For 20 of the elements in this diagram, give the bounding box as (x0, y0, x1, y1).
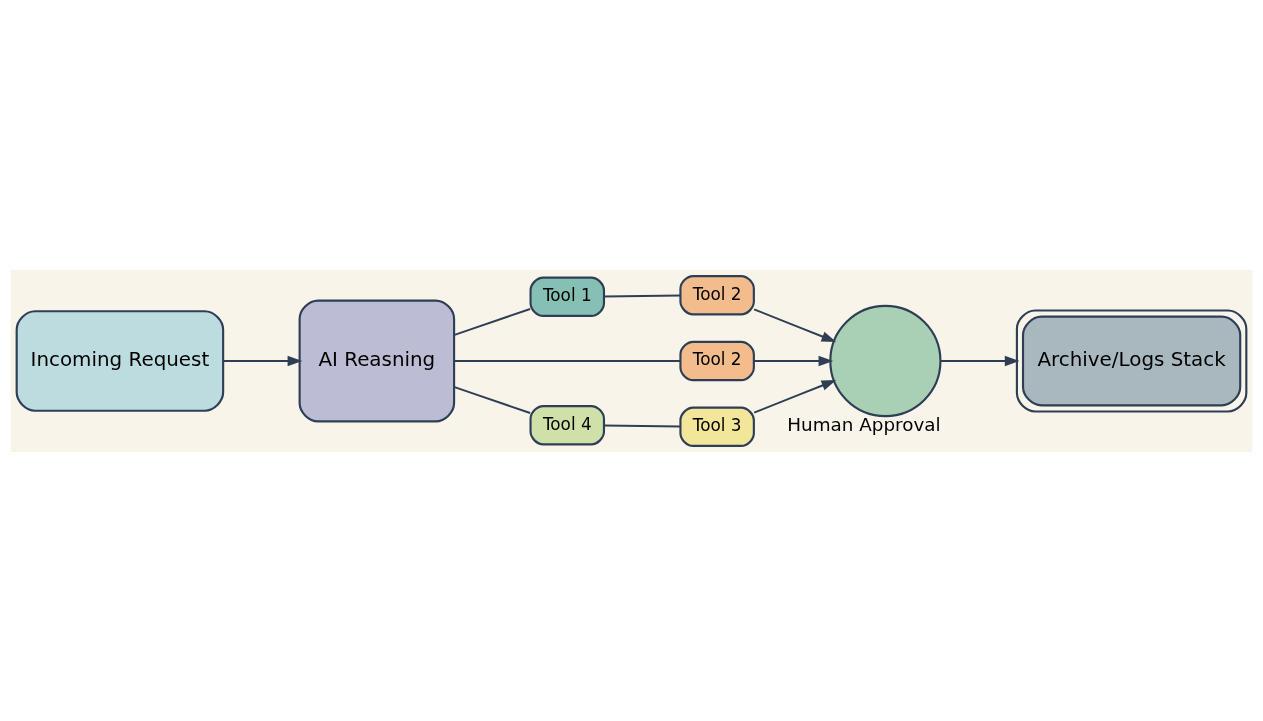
node-box: Tool 3 (679, 406, 755, 447)
node-box: Tool 4 (529, 404, 606, 445)
node-box: AI Reasning (298, 299, 456, 422)
node-circle (829, 304, 942, 417)
arrow (753, 307, 837, 342)
node-box: Tool 2 (679, 340, 755, 381)
arrow (222, 355, 303, 366)
node-box: Incoming Request (15, 309, 225, 412)
connector (603, 294, 682, 297)
node-label: Human Approval (787, 413, 941, 435)
connector (453, 307, 532, 336)
node-box: Tool 1 (529, 276, 606, 317)
connector (453, 359, 682, 362)
node-box: Tool 2 (679, 274, 755, 315)
node-box: Archive/Logs Stack (1015, 308, 1248, 413)
arrow (753, 379, 837, 414)
connector (453, 385, 532, 414)
arrow (753, 355, 834, 366)
connector (603, 424, 682, 427)
arrow (939, 355, 1020, 366)
